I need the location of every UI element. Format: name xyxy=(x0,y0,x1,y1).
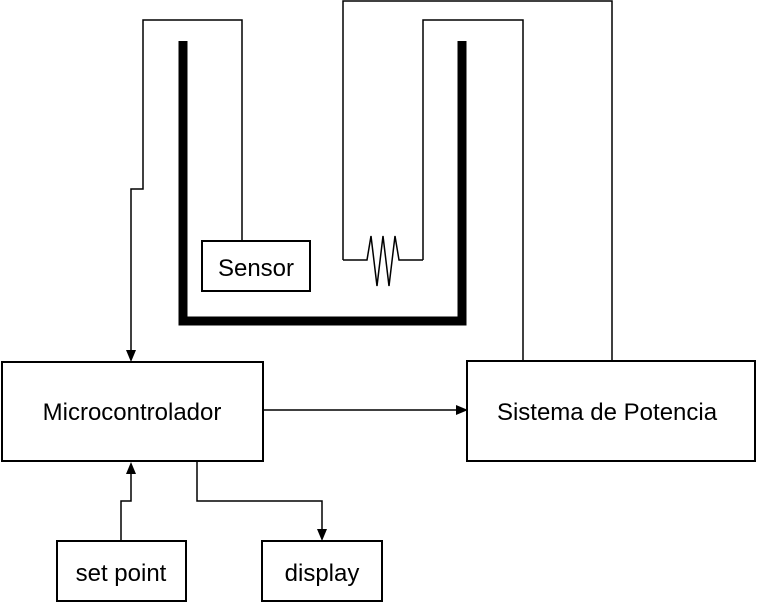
sensor-label: Sensor xyxy=(218,255,294,282)
display-arrowhead xyxy=(317,529,327,541)
sensor-arrowhead xyxy=(126,350,136,362)
heater-wire-right xyxy=(422,19,524,361)
set-point-wire xyxy=(120,472,132,541)
power-system-label: Sistema de Potencia xyxy=(497,399,718,426)
display-wire xyxy=(196,461,323,530)
microcontroller-box xyxy=(1,361,264,462)
set-point-arrowhead xyxy=(126,462,136,474)
set-point-box xyxy=(56,540,187,602)
sensor-box xyxy=(201,240,311,292)
display-box xyxy=(261,540,383,602)
power-system-box xyxy=(466,360,756,462)
sensor-wire xyxy=(130,19,243,352)
heater-resistor xyxy=(343,235,423,287)
microcontroller-label: Microcontrolador xyxy=(43,399,222,426)
heater-wire-left xyxy=(342,0,613,361)
control-signal-arrowhead xyxy=(456,405,468,415)
display-label: display xyxy=(285,560,360,587)
set-point-label: set point xyxy=(76,560,167,587)
tank-vessel xyxy=(178,41,467,326)
